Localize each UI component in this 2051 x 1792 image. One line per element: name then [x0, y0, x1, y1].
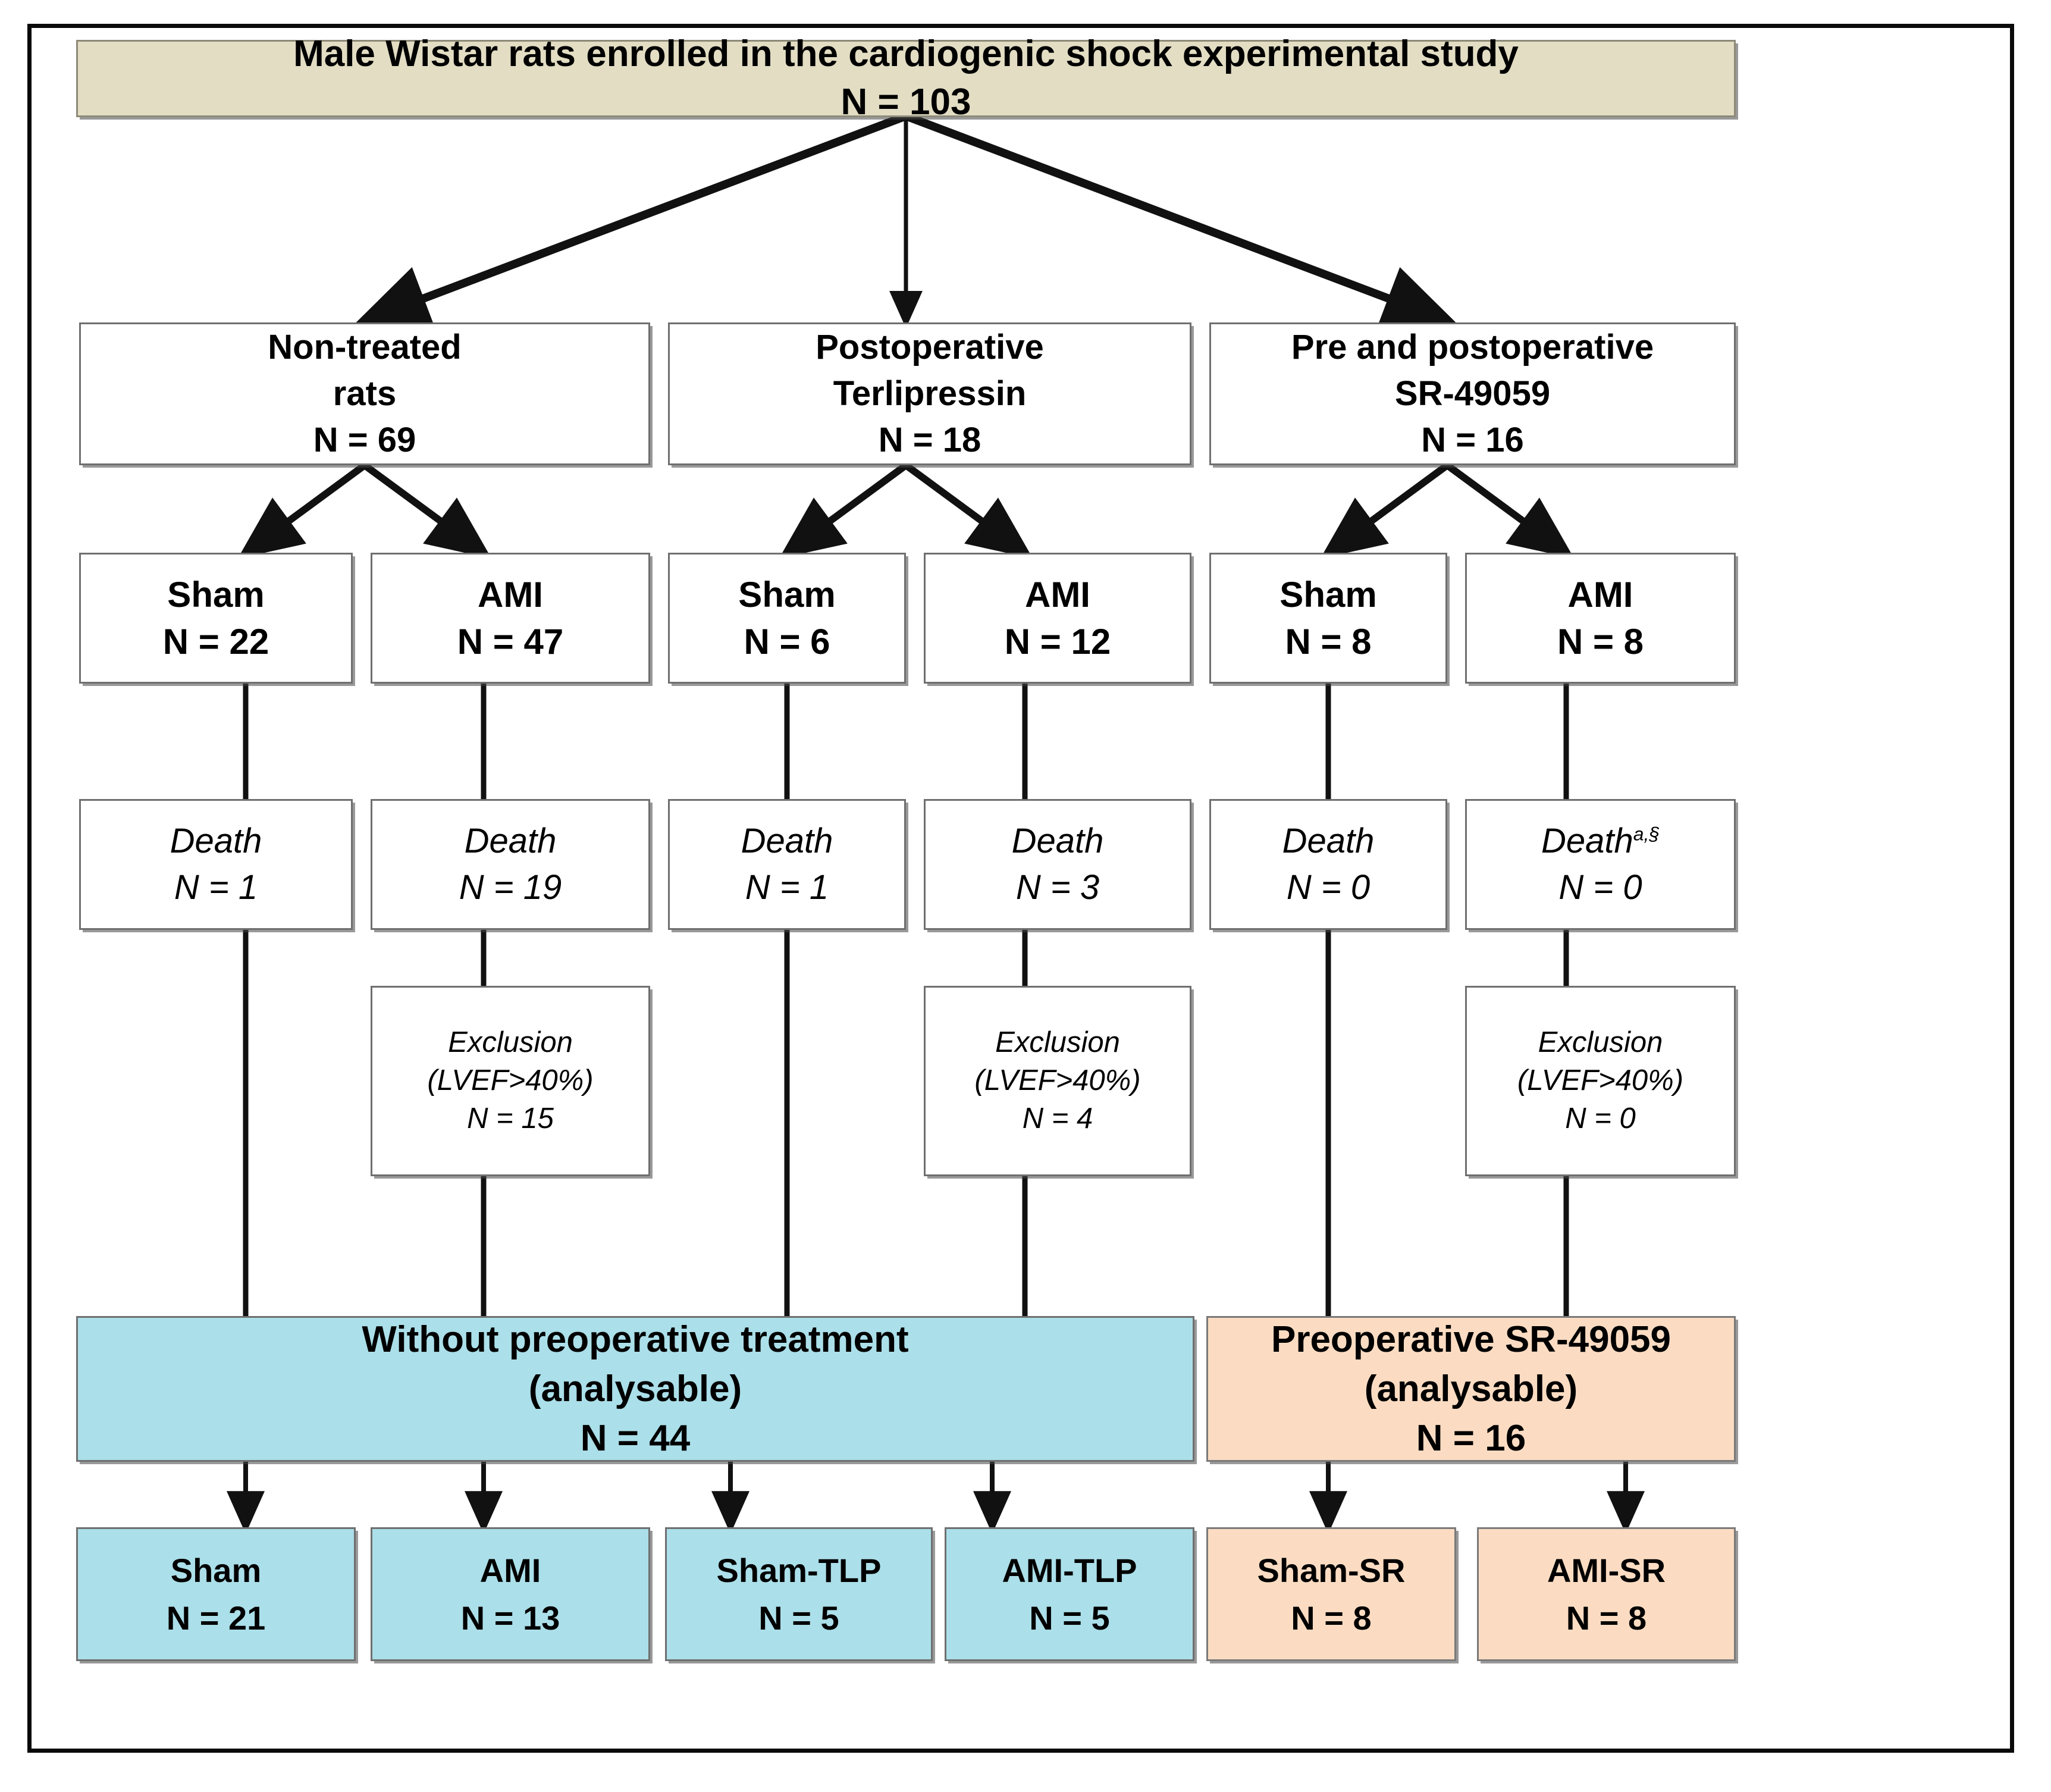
death-label: Death: [741, 822, 833, 861]
final-count: N = 5: [1029, 1599, 1110, 1637]
summary-count: N = 16: [1416, 1418, 1526, 1459]
arm-count: N = 6: [744, 622, 830, 662]
exclusion-criterion: (LVEF>40%): [427, 1064, 594, 1097]
exclusion-criterion: (LVEF>40%): [974, 1064, 1141, 1097]
node-death-4: Death N = 3: [924, 799, 1191, 930]
death-label: Death: [464, 822, 557, 861]
group-count: N = 69: [313, 420, 416, 459]
node-death-2: Death N = 19: [371, 799, 650, 930]
death-label-with-footnote: Deatha,§: [1541, 818, 1660, 864]
final-count: N = 8: [1291, 1599, 1372, 1637]
death-count: N = 19: [459, 868, 562, 907]
title-count: N = 103: [841, 82, 971, 123]
final-label: AMI-TLP: [1002, 1551, 1137, 1589]
arm-count: N = 22: [162, 622, 269, 662]
exclusion-criterion: (LVEF>40%): [1517, 1064, 1684, 1097]
arm-label: AMI: [1025, 574, 1090, 615]
death-label: Death: [1282, 822, 1375, 861]
exclusion-count: N = 15: [467, 1102, 554, 1135]
node-death-6: Deatha,§ N = 0: [1465, 799, 1736, 930]
exclusion-label: Exclusion: [1538, 1026, 1663, 1059]
death-count: N = 3: [1015, 868, 1100, 907]
exclusion-count: N = 4: [1022, 1102, 1093, 1135]
death-footnote-marker: a,§: [1633, 823, 1660, 845]
node-death-3: Death N = 1: [668, 799, 906, 930]
node-arm-ami-1: AMI N = 47: [371, 553, 650, 684]
node-exclusion-3: Exclusion (LVEF>40%) N = 0: [1465, 986, 1736, 1176]
node-arm-ami-3: AMI N = 8: [1465, 553, 1736, 684]
final-label: AMI-SR: [1547, 1551, 1666, 1589]
arm-label: AMI: [478, 574, 543, 615]
summary-line1: Preoperative SR-49059: [1271, 1318, 1671, 1360]
node-group-postoperative-terlipressin: Postoperative Terlipressin N = 18: [668, 322, 1191, 465]
node-summary-without-preoperative-treatment: Without preoperative treatment (analysab…: [76, 1316, 1194, 1462]
title-label: Male Wistar rats enrolled in the cardiog…: [293, 33, 1519, 75]
node-exclusion-1: Exclusion (LVEF>40%) N = 15: [371, 986, 650, 1176]
arm-count: N = 47: [457, 622, 564, 662]
arm-label: AMI: [1567, 574, 1633, 615]
node-death-1: Death N = 1: [79, 799, 353, 930]
node-death-5: Death N = 0: [1209, 799, 1447, 930]
final-label: AMI: [479, 1551, 541, 1589]
death-count: N = 1: [745, 868, 829, 907]
exclusion-label: Exclusion: [448, 1026, 573, 1059]
node-exclusion-2: Exclusion (LVEF>40%) N = 4: [924, 986, 1191, 1176]
summary-line2: (analysable): [528, 1368, 742, 1409]
figure-frame: Male Wistar rats enrolled in the cardiog…: [27, 24, 2014, 1753]
final-label: Sham-SR: [1257, 1551, 1406, 1589]
node-final-sham-sr: Sham-SR N = 8: [1206, 1527, 1456, 1661]
arm-count: N = 12: [1004, 622, 1111, 662]
final-count: N = 13: [460, 1599, 560, 1637]
death-label: Death: [1541, 822, 1633, 861]
node-arm-sham-2: Sham N = 6: [668, 553, 906, 684]
summary-line1: Without preoperative treatment: [362, 1318, 909, 1360]
arm-label: Sham: [1279, 574, 1377, 615]
group-label-line2: Terlipressin: [833, 374, 1027, 413]
exclusion-label: Exclusion: [995, 1026, 1120, 1059]
death-label: Death: [1011, 822, 1104, 861]
arm-count: N = 8: [1557, 622, 1644, 662]
node-final-sham-tlp: Sham-TLP N = 5: [665, 1527, 933, 1661]
final-label: Sham: [170, 1551, 262, 1589]
summary-count: N = 44: [580, 1418, 691, 1459]
arm-label: Sham: [167, 574, 265, 615]
node-arm-sham-1: Sham N = 22: [79, 553, 353, 684]
node-title: Male Wistar rats enrolled in the cardiog…: [76, 33, 1736, 123]
node-arm-sham-3: Sham N = 8: [1209, 553, 1447, 684]
death-label: Death: [170, 822, 262, 861]
group-label-line2: rats: [333, 374, 397, 413]
death-count: N = 0: [1286, 868, 1371, 907]
arm-label: Sham: [738, 574, 836, 615]
death-count: N = 0: [1558, 868, 1642, 907]
node-final-sham: Sham N = 21: [76, 1527, 356, 1661]
group-label-line1: Pre and postoperative: [1291, 328, 1654, 367]
node-final-ami-tlp: AMI-TLP N = 5: [945, 1527, 1194, 1661]
final-count: N = 5: [758, 1599, 839, 1637]
node-arm-ami-2: AMI N = 12: [924, 553, 1191, 684]
group-count: N = 18: [878, 420, 981, 459]
final-count: N = 21: [166, 1599, 266, 1637]
group-label-line2: SR-49059: [1394, 374, 1551, 413]
flowchart-canvas: Male Wistar rats enrolled in the cardiog…: [32, 28, 2010, 1749]
exclusion-count: N = 0: [1565, 1102, 1636, 1135]
node-group-non-treated: Non-treated rats N = 69: [79, 322, 650, 465]
group-label-line1: Non-treated: [268, 328, 462, 367]
summary-line2: (analysable): [1364, 1368, 1578, 1409]
node-final-ami-sr: AMI-SR N = 8: [1477, 1527, 1736, 1661]
node-final-ami: AMI N = 13: [371, 1527, 650, 1661]
group-count: N = 16: [1421, 420, 1524, 459]
node-summary-preoperative-sr49059: Preoperative SR-49059 (analysable) N = 1…: [1206, 1316, 1736, 1462]
group-label-line1: Postoperative: [816, 328, 1044, 367]
final-count: N = 8: [1566, 1599, 1647, 1637]
death-count: N = 1: [174, 868, 258, 907]
final-label: Sham-TLP: [716, 1551, 882, 1589]
node-group-pre-and-postoperative-sr49059: Pre and postoperative SR-49059 N = 16: [1209, 322, 1736, 465]
arm-count: N = 8: [1285, 622, 1372, 662]
